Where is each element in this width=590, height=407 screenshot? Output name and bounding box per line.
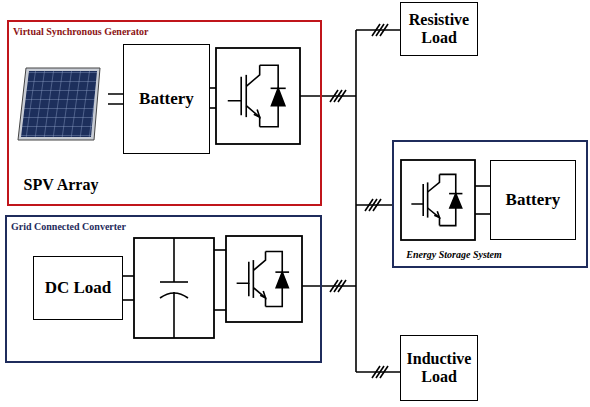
group-box: Energy Storage System Battery [392, 140, 588, 268]
ac-line [356, 371, 400, 373]
group-title: Energy Storage System [394, 249, 514, 260]
three-phase-mark [338, 280, 346, 292]
three-phase-mark [372, 24, 380, 36]
component-label: Resistive Load [404, 11, 474, 48]
three-phase-mark [334, 90, 342, 102]
ac-line [356, 204, 393, 206]
component-box: Battery [490, 160, 576, 240]
three-phase-mark [380, 366, 388, 378]
component-box: DC Load [33, 256, 123, 320]
three-phase-mark [330, 90, 338, 102]
three-phase-mark [334, 280, 342, 292]
component-box: Inductive Load [400, 335, 478, 401]
component-label: Battery [139, 89, 194, 109]
connector [108, 94, 123, 104]
component-box: Resistive Load [400, 2, 478, 56]
group-box: Virtual Synchronous GeneratorSPV Array Ba… [7, 20, 322, 206]
dc-link-box [134, 238, 214, 338]
component-box: SPV Array [14, 60, 108, 198]
group-title: Virtual Synchronous Generator [13, 26, 149, 37]
three-phase-mark [376, 366, 384, 378]
wire [475, 213, 490, 215]
igbt-symbol [216, 48, 300, 144]
wire [214, 249, 226, 251]
igbt-symbol [226, 236, 302, 322]
capacitor-lead [173, 238, 175, 282]
ac-line [300, 95, 356, 97]
group-box: Grid Connected Converter DC Load [5, 215, 322, 363]
ac-bus [355, 30, 357, 372]
solar-panel [18, 68, 100, 140]
component-label: DC Load [45, 278, 112, 298]
symbols [134, 48, 475, 338]
wire [475, 185, 490, 187]
component-label: Inductive Load [404, 350, 474, 387]
three-phase-mark [338, 90, 346, 102]
capacitor-lead [173, 292, 175, 338]
group-title: Grid Connected Converter [11, 221, 126, 232]
three-phase-mark [330, 280, 338, 292]
wires [123, 24, 490, 378]
component-label: SPV Array [24, 176, 99, 194]
wire [214, 309, 226, 311]
ac-line [356, 29, 400, 31]
three-phase-mark [376, 24, 384, 36]
component-box: Battery [123, 44, 210, 154]
ac-line [302, 285, 356, 287]
wire [123, 299, 134, 301]
wire [123, 275, 134, 277]
three-phase-mark [369, 199, 377, 211]
three-phase-mark [365, 199, 373, 211]
three-phase-mark [373, 199, 381, 211]
component-label: Battery [506, 190, 561, 210]
three-phase-mark [372, 366, 380, 378]
capacitor-plate [160, 293, 188, 298]
igbt-symbol [401, 160, 475, 240]
capacitor-plate [160, 281, 188, 283]
three-phase-mark [380, 24, 388, 36]
